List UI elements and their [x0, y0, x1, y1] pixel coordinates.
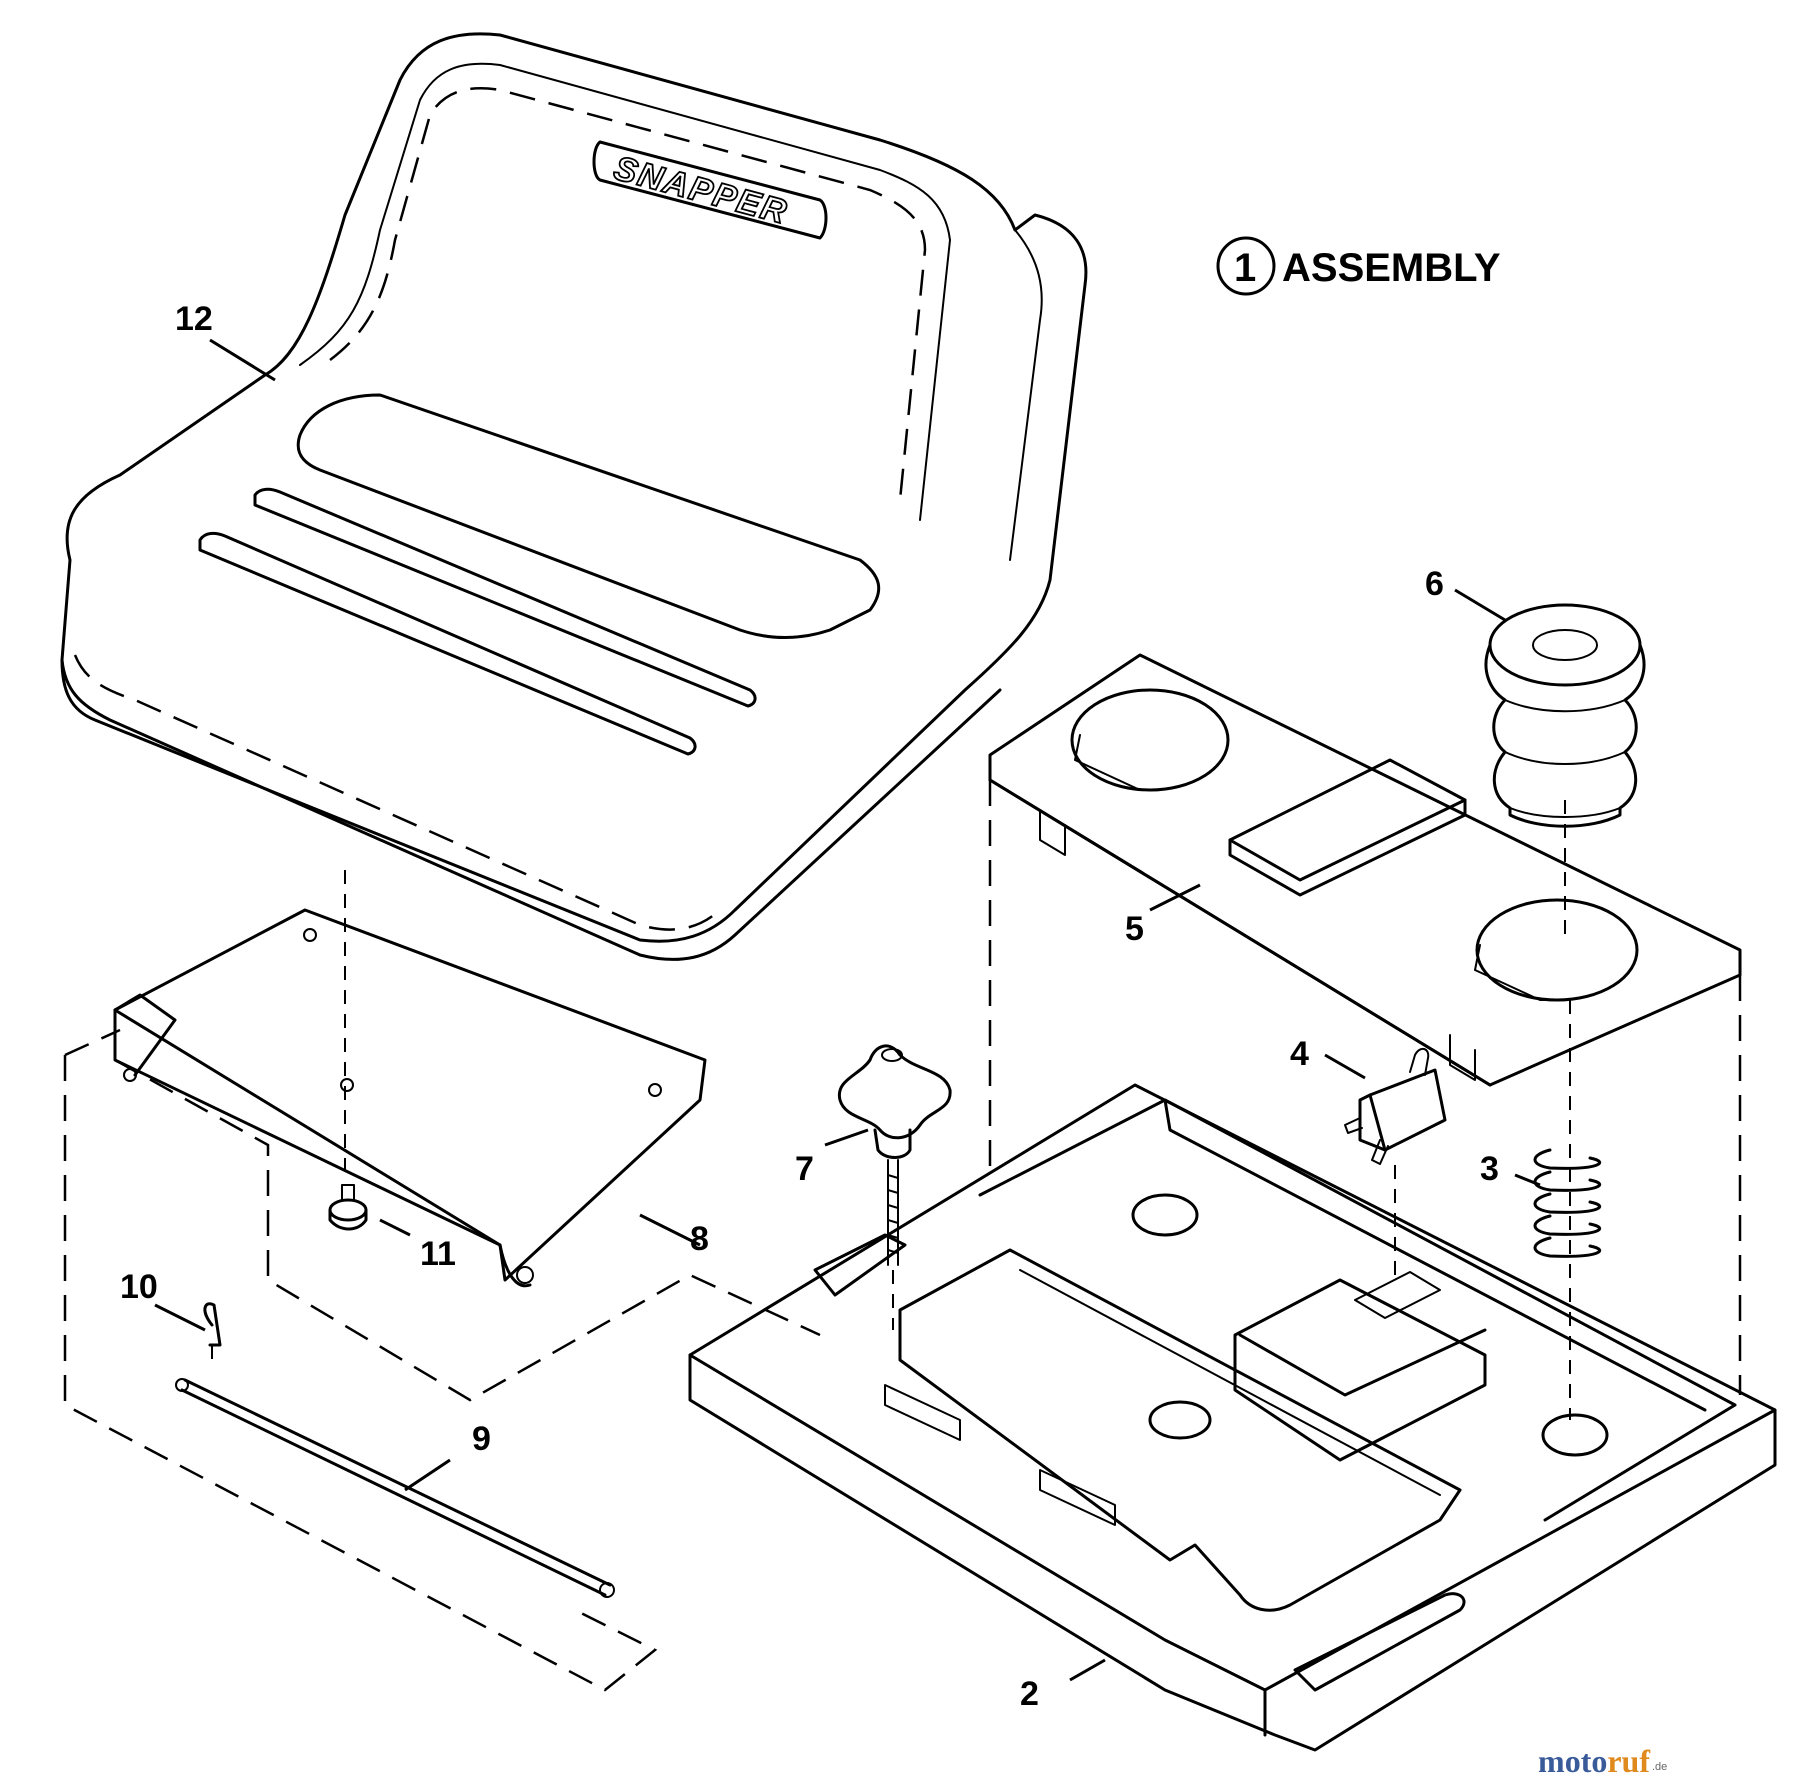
callouts: 12 6 5 4 3 7 8 11 10 9 2 — [120, 300, 1499, 1713]
seat-bracket — [113, 908, 707, 1288]
callout-2: 2 — [1020, 1675, 1039, 1713]
hairpin-clip — [203, 1302, 222, 1347]
safety-switch — [1344, 1047, 1447, 1165]
assembly-label: 1 ASSEMBLY — [1216, 236, 1501, 296]
hinge-pin — [175, 1378, 615, 1598]
callout-11: 11 — [420, 1235, 456, 1273]
callout-9: 9 — [472, 1420, 491, 1458]
assembly-title: ASSEMBLY — [1282, 246, 1501, 290]
watermark-suffix: .de — [1652, 1761, 1667, 1773]
bolt — [328, 1184, 368, 1231]
adjustment-knob — [837, 1044, 952, 1266]
callout-5: 5 — [1125, 910, 1144, 948]
callout-8: 8 — [690, 1220, 709, 1258]
svg-text:motoruf: motoruf — [1538, 1743, 1650, 1779]
callout-10: 10 — [120, 1268, 158, 1306]
watermark-left: moto — [1538, 1743, 1607, 1779]
watermark-right: ruf — [1607, 1743, 1650, 1779]
callout-12: 12 — [175, 300, 213, 338]
snapper-logo: SNAPPER — [592, 140, 828, 240]
callout-6: 6 — [1425, 565, 1444, 603]
assembly-number: 1 — [1234, 246, 1256, 290]
callout-3: 3 — [1480, 1150, 1499, 1188]
console-top — [988, 653, 1742, 1087]
callout-4: 4 — [1290, 1035, 1309, 1073]
leader-lines — [154, 338, 1541, 1682]
assembly-number-circle — [1216, 236, 1276, 296]
bellows — [1484, 603, 1646, 828]
seat: SNAPPER — [60, 32, 1088, 961]
spring — [1533, 1148, 1602, 1258]
seat-base — [688, 1083, 1777, 1752]
callout-7: 7 — [795, 1150, 814, 1188]
watermark: motoruf .de — [1538, 1743, 1667, 1779]
